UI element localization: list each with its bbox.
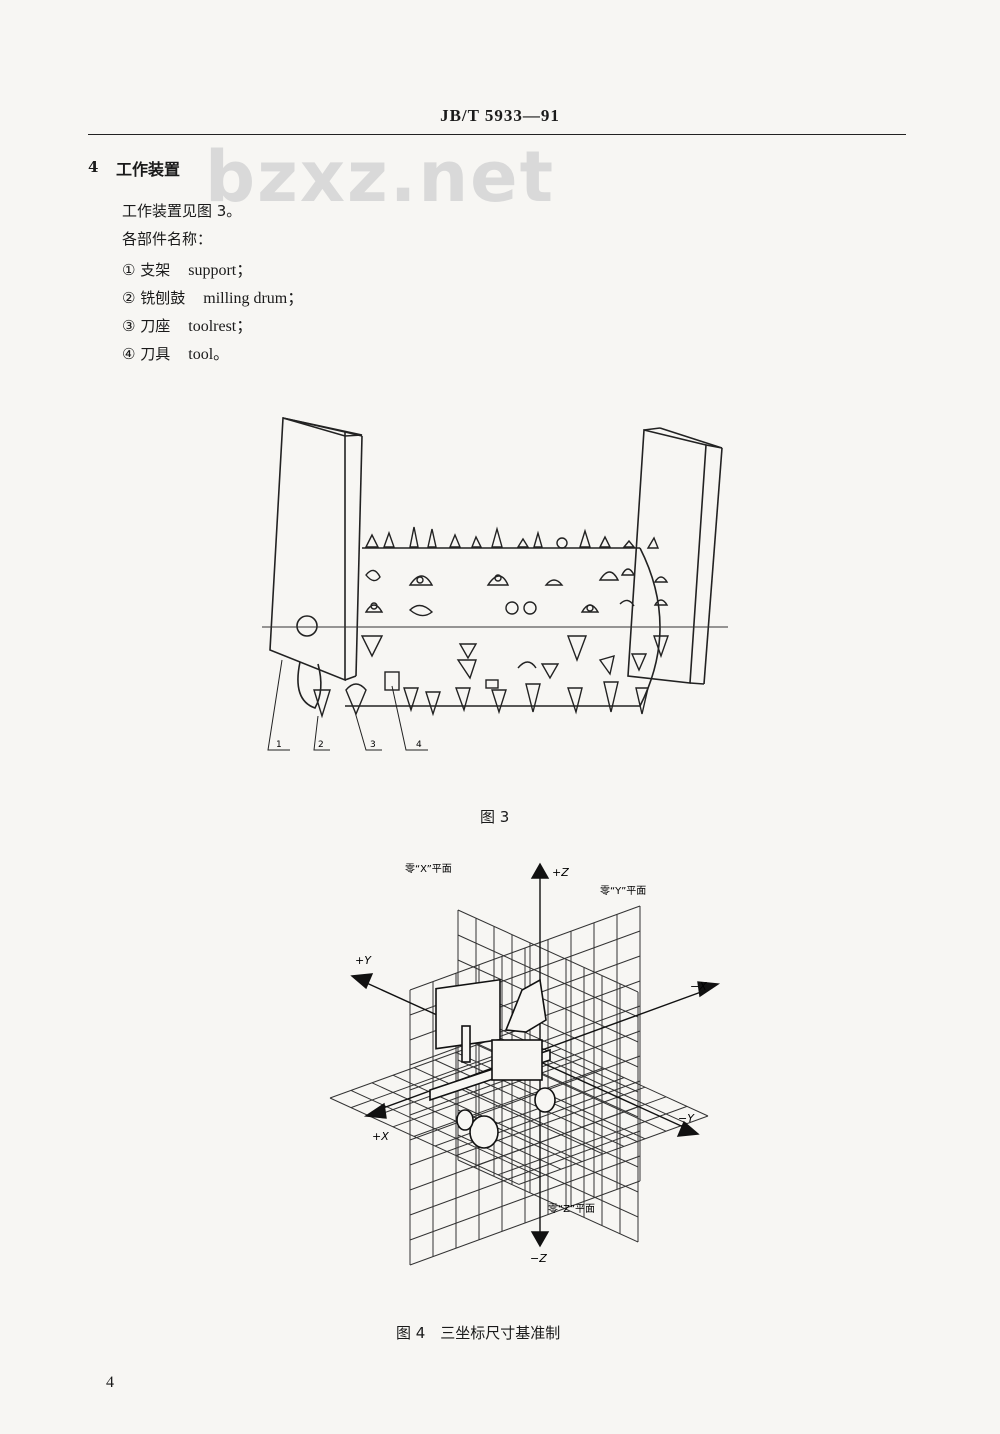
item-number: ④ xyxy=(122,345,136,363)
list-item: ① 支架 support； xyxy=(122,256,252,280)
item-en: toolrest； xyxy=(188,318,253,335)
hub xyxy=(296,615,318,637)
list-title: 各部件名称： xyxy=(122,230,213,248)
figure-4-caption: 图 4 三坐标尺寸基准制 xyxy=(396,1324,561,1342)
item-en: tool。 xyxy=(188,346,230,363)
item-number: ② xyxy=(122,289,136,307)
zero-y-plane-label: 零“Y”平面 xyxy=(600,885,646,897)
callout-leaders xyxy=(267,659,428,751)
item-number: ③ xyxy=(122,317,136,335)
callout-3: 3 xyxy=(370,740,376,750)
figure-3-caption: 图 3 xyxy=(480,808,510,826)
milling-machine xyxy=(429,978,556,1149)
section-title: 工作装置 xyxy=(116,160,181,179)
minus-x-arrow xyxy=(697,981,721,998)
callout-1: 1 xyxy=(276,740,282,750)
item-zh: 刀具 xyxy=(140,345,171,363)
plus-x-arrow xyxy=(363,1102,387,1119)
minus-z-label: −Z xyxy=(530,1252,547,1265)
minus-y-arrow xyxy=(676,1120,700,1137)
minus-z-arrow xyxy=(530,1231,550,1248)
drum-left-end xyxy=(297,661,322,709)
list-item: ③ 刀座 toolrest； xyxy=(122,312,252,336)
left-support xyxy=(269,417,346,682)
item-en: support； xyxy=(188,262,253,279)
tools-top-row xyxy=(364,526,660,549)
list-item: ④ 刀具 tool。 xyxy=(122,340,229,364)
header-rule xyxy=(88,134,906,135)
plus-z-arrow xyxy=(530,862,550,879)
minus-x-label: −X xyxy=(690,980,707,993)
callout-2: 2 xyxy=(318,740,324,750)
item-number: ① xyxy=(122,261,136,279)
plus-y-label: +Y xyxy=(355,954,372,967)
tools-lower-rows xyxy=(313,635,669,719)
item-en: milling drum； xyxy=(203,290,304,307)
figure-3-drawing: 1 2 3 4 xyxy=(262,417,728,751)
section-number: 4 xyxy=(88,158,99,176)
list-item: ② 铣刨鼓 milling drum； xyxy=(122,284,303,308)
plus-x-label: +X xyxy=(372,1130,389,1143)
callout-4: 4 xyxy=(416,740,422,750)
zero-z-plane-label: 零“Z”平面 xyxy=(548,1203,595,1215)
item-zh: 铣刨鼓 xyxy=(140,289,186,307)
zero-x-plane-label: 零“X”平面 xyxy=(405,863,452,875)
plus-y-arrow xyxy=(350,973,374,990)
figure-4-drawing: 零“X”平面 零“Y”平面 零“Z”平面 +Z −Z +Y −Y +X −X xyxy=(329,862,721,1266)
tools-middle-rows xyxy=(364,568,669,617)
item-zh: 刀座 xyxy=(140,317,171,335)
document-code: JB/T 5933—91 xyxy=(440,106,560,125)
page-number: 4 xyxy=(106,1374,114,1391)
intro-paragraph: 工作装置见图 3。 xyxy=(122,202,242,220)
watermark: bzxz.net xyxy=(205,136,556,218)
plus-z-label: +Z xyxy=(552,866,569,879)
right-support xyxy=(627,428,707,684)
item-zh: 支架 xyxy=(140,261,171,279)
minus-y-label: −Y xyxy=(678,1112,695,1125)
